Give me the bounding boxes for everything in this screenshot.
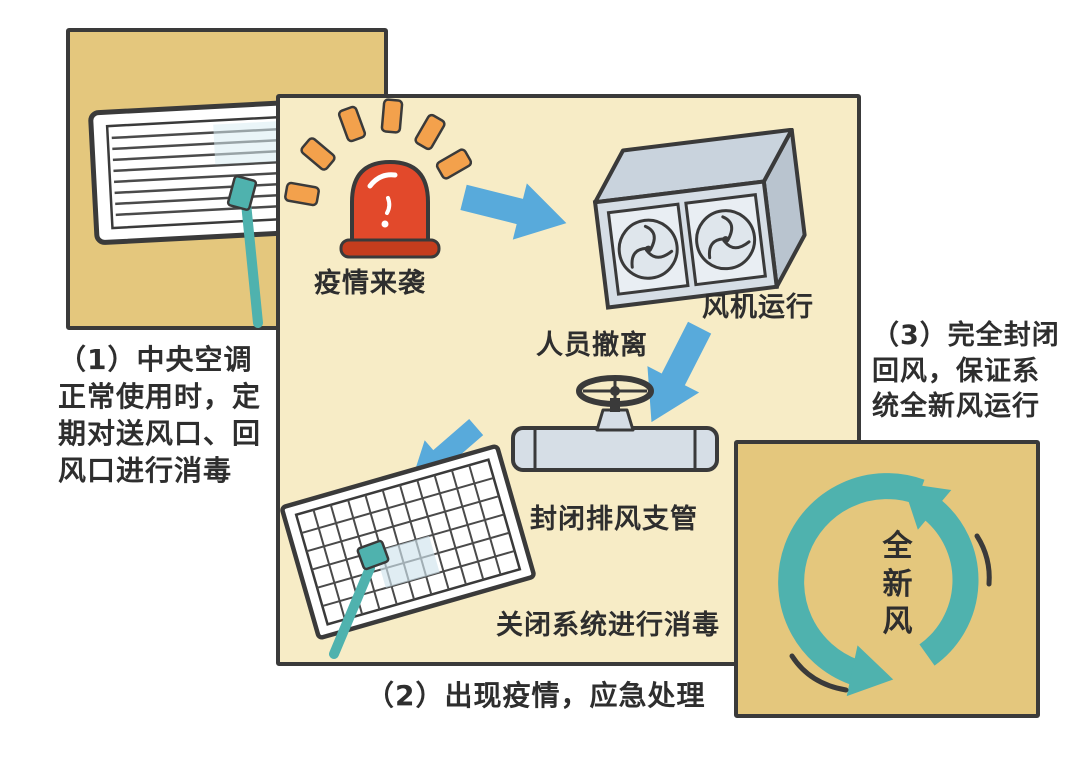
tilted-vent-icon (280, 444, 536, 659)
alarm-label: 疫情来袭 (314, 268, 426, 299)
alarm-siren-icon (284, 98, 473, 259)
arrow-right-icon (460, 183, 567, 240)
close-duct-label: 封闭排风支管 (530, 504, 698, 535)
fan-unit-icon (592, 128, 807, 310)
evacuate-label: 人员撤离 (536, 330, 648, 361)
disinfect-label: 关闭系统进行消毒 (496, 610, 720, 641)
step1-caption: （1）中央空调 正常使用时，定 期对送风口、回 风口进行消毒 (58, 343, 262, 487)
step2-caption: （2）出现疫情，应急处理 (366, 679, 706, 712)
fresh-air-cycle-icon (778, 473, 992, 697)
fresh-air-text: 全 新 风 (882, 529, 914, 639)
spray-wand-icon (329, 539, 390, 659)
step3-caption: （3）完全封闭 回风，保证系 统全新风运行 (872, 320, 1060, 423)
alarm-rays-icon (284, 98, 473, 207)
arrow-down-left-icon (647, 321, 712, 423)
spray-wand-icon (226, 175, 263, 328)
duct-valve-icon (511, 375, 719, 472)
fan-label: 风机运行 (702, 292, 814, 323)
